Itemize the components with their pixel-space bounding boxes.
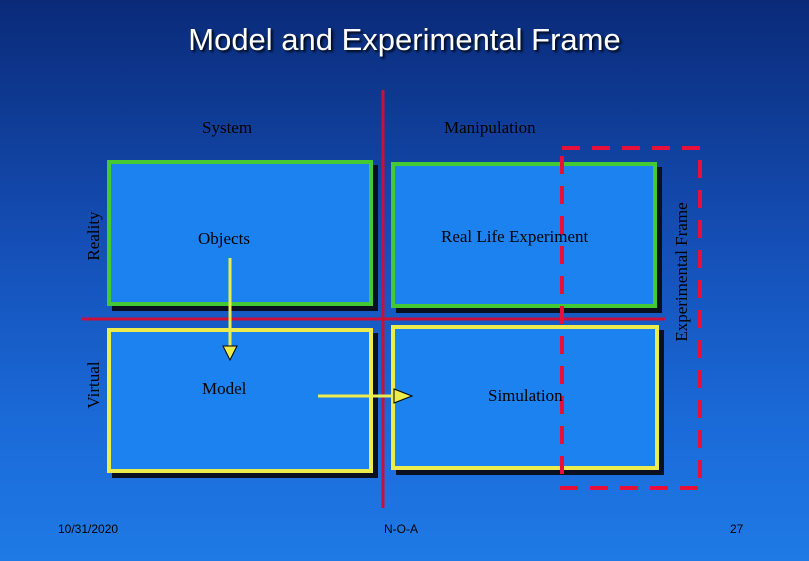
- arrow-objects-to-model-head: [222, 345, 238, 362]
- reality-manipulation-box: [391, 162, 657, 308]
- footer-center-text: N-O-A: [384, 522, 418, 536]
- virtual-system-box: [107, 328, 373, 473]
- virtual-manipulation-box: [391, 325, 659, 470]
- cell-label-model: Model: [202, 379, 247, 398]
- experimental-frame-label: Experimental Frame: [672, 202, 691, 342]
- column-label-system: System: [202, 118, 253, 137]
- cell-label-objects: Objects: [198, 229, 250, 248]
- cell-label-simulation: Simulation: [488, 386, 563, 405]
- footer-date: 10/31/2020: [58, 522, 119, 536]
- experimental-frame-dashed-box: [560, 146, 702, 490]
- column-label-manipulation: Manipulation: [444, 118, 536, 137]
- cell-label-real-life-experiment: Real Life Experiment: [441, 227, 589, 246]
- footer-page-number: 27: [730, 522, 744, 536]
- arrow-model-to-simulation-head: [393, 388, 414, 404]
- slide-title: Model and Experimental Frame: [188, 22, 621, 57]
- reality-system-box: [107, 160, 373, 306]
